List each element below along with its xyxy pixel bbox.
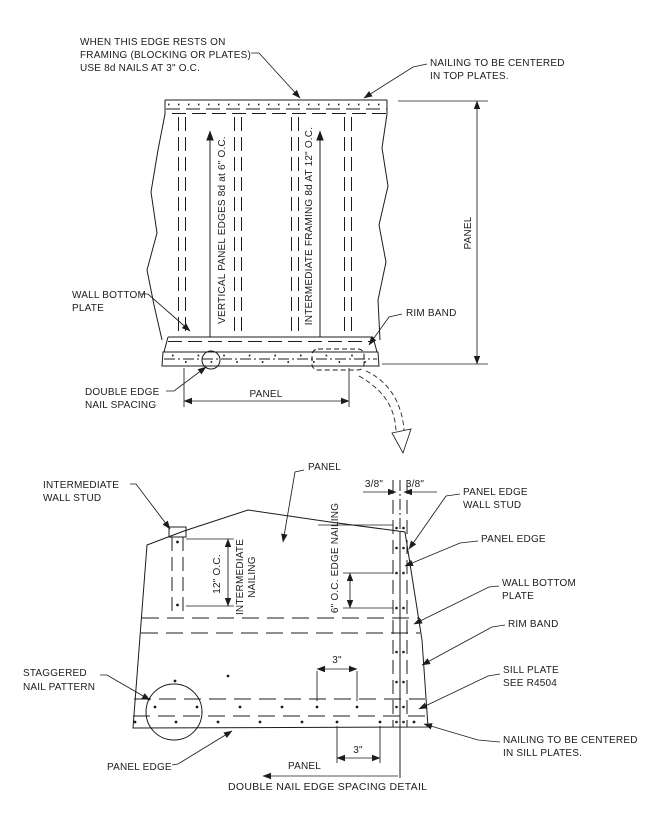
wall-bottom-line2: PLATE [502,591,534,602]
staggered-line2: NAIL PATTERN [23,682,95,693]
wall-bottom-plate-line1: WALL BOTTOM [72,290,146,301]
lower-nail-spacing-detail: INTERMEDIATE WALL STUD PANEL 3/8" 3/8" P… [23,462,638,793]
edge-note-line2: FRAMING (BLOCKING OR PLATES) [80,50,251,61]
edge-note-line3: USE 8d NAILS AT 3" O.C. [80,63,200,74]
panel-edge-bottom-leader [171,730,233,766]
panel-edge-stud-leader [408,493,461,550]
panel-height-dimension [382,100,488,365]
intermediate-stud-leader [130,483,171,530]
rim-band-leader2 [421,624,506,666]
staggered-line1: STAGGERED [23,668,87,679]
sill-nailing-line2: IN SILL PLATES. [503,748,582,759]
intermediate-stud-line2: WALL STUD [43,493,101,504]
detail-callout-box [311,348,365,371]
intermediate-stud-line1: INTERMEDIATE [43,480,119,491]
sill-plate-line1: SILL PLATE [503,665,559,676]
top-nailing-leader [363,63,428,99]
double-edge-leader [166,366,207,392]
panel-edge-assembly [318,480,408,778]
three-inch-top-label: 3" [332,655,342,666]
panel-edge-bottom-label: PANEL EDGE [107,762,172,773]
detail-zoom-arrow [358,370,412,455]
rim-band [161,351,380,367]
detail-title: DOUBLE NAIL EDGE SPACING DETAIL [228,781,427,793]
vertical-panel-edges-label: VERTICAL PANEL EDGES 8d at 6" O.C. [217,136,228,324]
panel-width-dimension [183,368,350,407]
panel-edge-stud-line2: WALL STUD [463,500,521,511]
rim-band-label2: RIM BAND [508,619,559,630]
top-nailing-line1: NAILING TO BE CENTERED [430,58,565,69]
upper-wall-elevation-diagram: WHEN THIS EDGE RESTS ON FRAMING (BLOCKIN… [72,37,565,455]
panel-edge-leader [404,540,479,567]
intermediate-stud [168,526,187,617]
double-edge-nail-callout-circle [201,350,221,370]
intermediate-nailing-line1: INTERMEDIATE [235,539,246,615]
stud-lines [178,117,352,336]
sill-plate-line2: SEE R4504 [503,678,557,689]
right-break-line [377,113,389,341]
wall-bottom-plate-leader [141,293,191,332]
wall-bottom-plate-leader2 [413,585,500,625]
three-inch-bottom-label: 3" [353,745,363,756]
staggered-leader [100,674,151,701]
three-inch-dimension-top [316,665,358,701]
intermediate-nailing-dimension [186,538,234,607]
intermediate-dim-label: 12" O.C. [212,554,223,594]
intermediate-framing-label: INTERMEDIATE FRAMING 8d AT 12" O.C. [304,127,315,325]
three-inch-dimension-bottom [336,726,381,763]
edge-note-leader [251,52,301,99]
sill-nailing-line1: NAILING TO BE CENTERED [503,735,638,746]
panel-label: PANEL [308,462,341,473]
panel-edge-label: PANEL EDGE [481,534,546,545]
nail-dots [133,526,416,724]
plate-lines [133,617,426,717]
double-edge-line1: DOUBLE EDGE [85,387,160,398]
three-eighths-right: 3/8" [406,479,425,490]
top-nailing-line2: IN TOP PLATES. [430,71,509,82]
intermediate-nailing-line2: NAILING [247,556,258,597]
staggered-pattern-circle [145,683,203,741]
panel-fragment-outline [132,509,429,729]
panel-height-label: PANEL [463,216,474,249]
bottom-plate [163,336,378,353]
three-eighths-left: 3/8" [365,479,384,490]
panel-edge-stud-line1: PANEL EDGE [463,487,528,498]
rim-band-leader [368,313,403,346]
double-edge-line2: NAIL SPACING [85,400,156,411]
top-plate [164,99,388,114]
wall-bottom-line1: WALL BOTTOM [502,578,576,589]
wall-bottom-plate-line2: PLATE [72,303,104,314]
panel-direction-label: PANEL [288,761,321,772]
rim-band-label: RIM BAND [406,308,457,319]
sill-plate-leader [418,673,501,710]
edge-nailing-dim-label: 6" O.C. EDGE NAILING [330,503,341,613]
panel-leader [281,469,305,543]
edge-note-line1: WHEN THIS EDGE RESTS ON [80,37,226,48]
left-break-line [146,113,166,341]
sill-nailing-leader [423,723,501,743]
panel-width-label: PANEL [249,389,282,400]
